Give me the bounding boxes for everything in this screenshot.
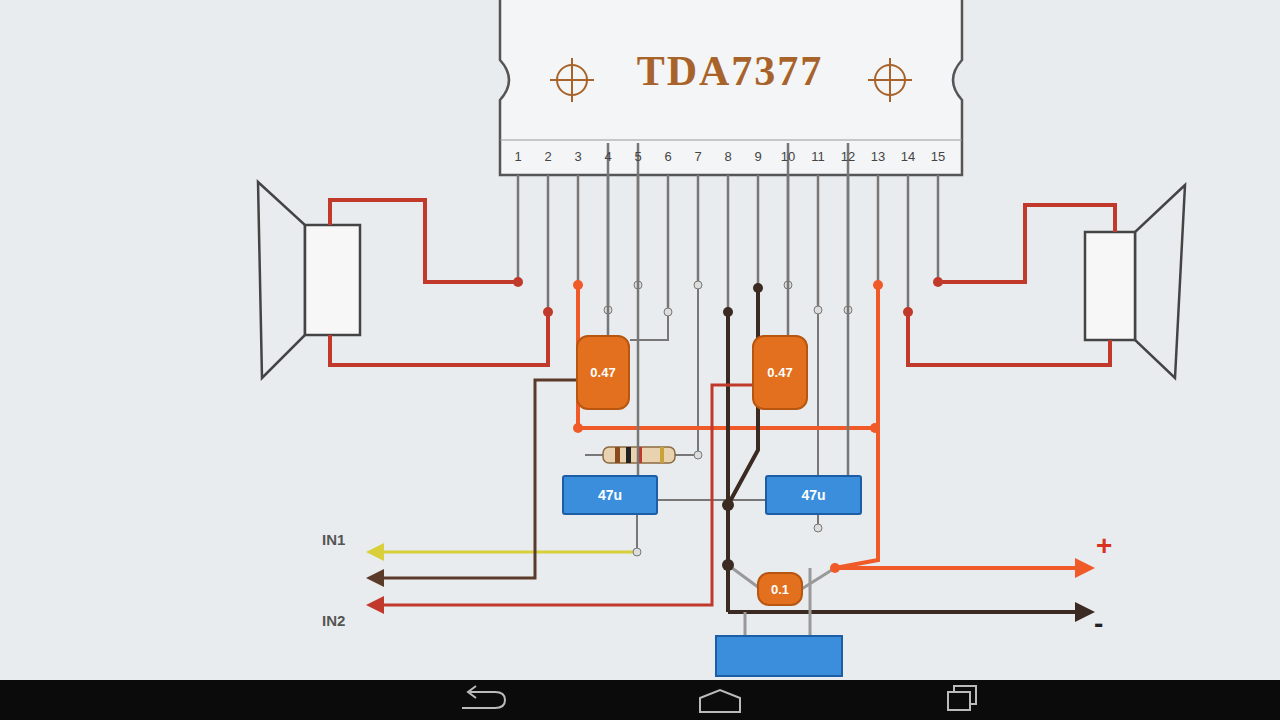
chip-pins	[518, 175, 938, 312]
supply-sign: +	[1096, 530, 1112, 562]
supply-positive-wire	[578, 285, 1085, 568]
signal-name: IN2	[322, 612, 345, 629]
chip-body	[500, 0, 962, 175]
capacitor-box: 0.47	[752, 335, 808, 410]
pin-number: 3	[574, 149, 581, 164]
pin-number: 8	[724, 149, 731, 164]
node-text: 0.47	[767, 365, 792, 380]
capacitor-lead	[728, 565, 835, 636]
junction-dot	[513, 277, 943, 573]
pin-number: 5	[634, 149, 641, 164]
capacitor-box: 47u	[562, 475, 658, 515]
supply-ground-wire	[728, 288, 1085, 612]
pin-number: 4	[604, 149, 611, 164]
pin-number: 15	[931, 149, 945, 164]
speaker-wire	[330, 200, 1115, 365]
chip-edge	[500, 140, 962, 141]
nav-icons	[462, 686, 976, 712]
wire-connector	[847, 143, 850, 475]
node-text: 0.1	[771, 582, 789, 597]
input-wire	[375, 385, 752, 605]
pin-number: 2	[544, 149, 551, 164]
pin-number: 10	[781, 149, 795, 164]
pin-number: 9	[754, 149, 761, 164]
pin-number: 13	[871, 149, 885, 164]
speaker-symbol	[258, 182, 1185, 378]
wire-connector	[787, 143, 790, 335]
capacitor-box: 47u	[765, 475, 862, 515]
pin-number: 6	[664, 149, 671, 164]
capacitor-box: 0.1	[757, 572, 803, 606]
nav-bar	[0, 680, 1280, 720]
bulk-capacitor	[716, 636, 842, 676]
pin-number: 14	[901, 149, 915, 164]
pin-number: 7	[694, 149, 701, 164]
signal-name: IN1	[322, 531, 345, 548]
resistor-symbol	[585, 447, 675, 463]
capacitor-box: 0.47	[576, 335, 630, 410]
wire-connector	[637, 143, 640, 475]
node-text: 47u	[801, 487, 825, 503]
ic-chip: TDA7377	[495, 5, 965, 143]
pin-number: 1	[514, 149, 521, 164]
node-text: 47u	[598, 487, 622, 503]
input-wire	[375, 551, 637, 554]
node-text: TDA7377	[637, 47, 824, 95]
wire-connector	[607, 143, 610, 335]
supply-sign: -	[1094, 608, 1103, 640]
pin-number: 11	[811, 149, 825, 164]
input-wire	[375, 380, 576, 578]
node-text: 0.47	[590, 365, 615, 380]
pin-number: 12	[841, 149, 855, 164]
